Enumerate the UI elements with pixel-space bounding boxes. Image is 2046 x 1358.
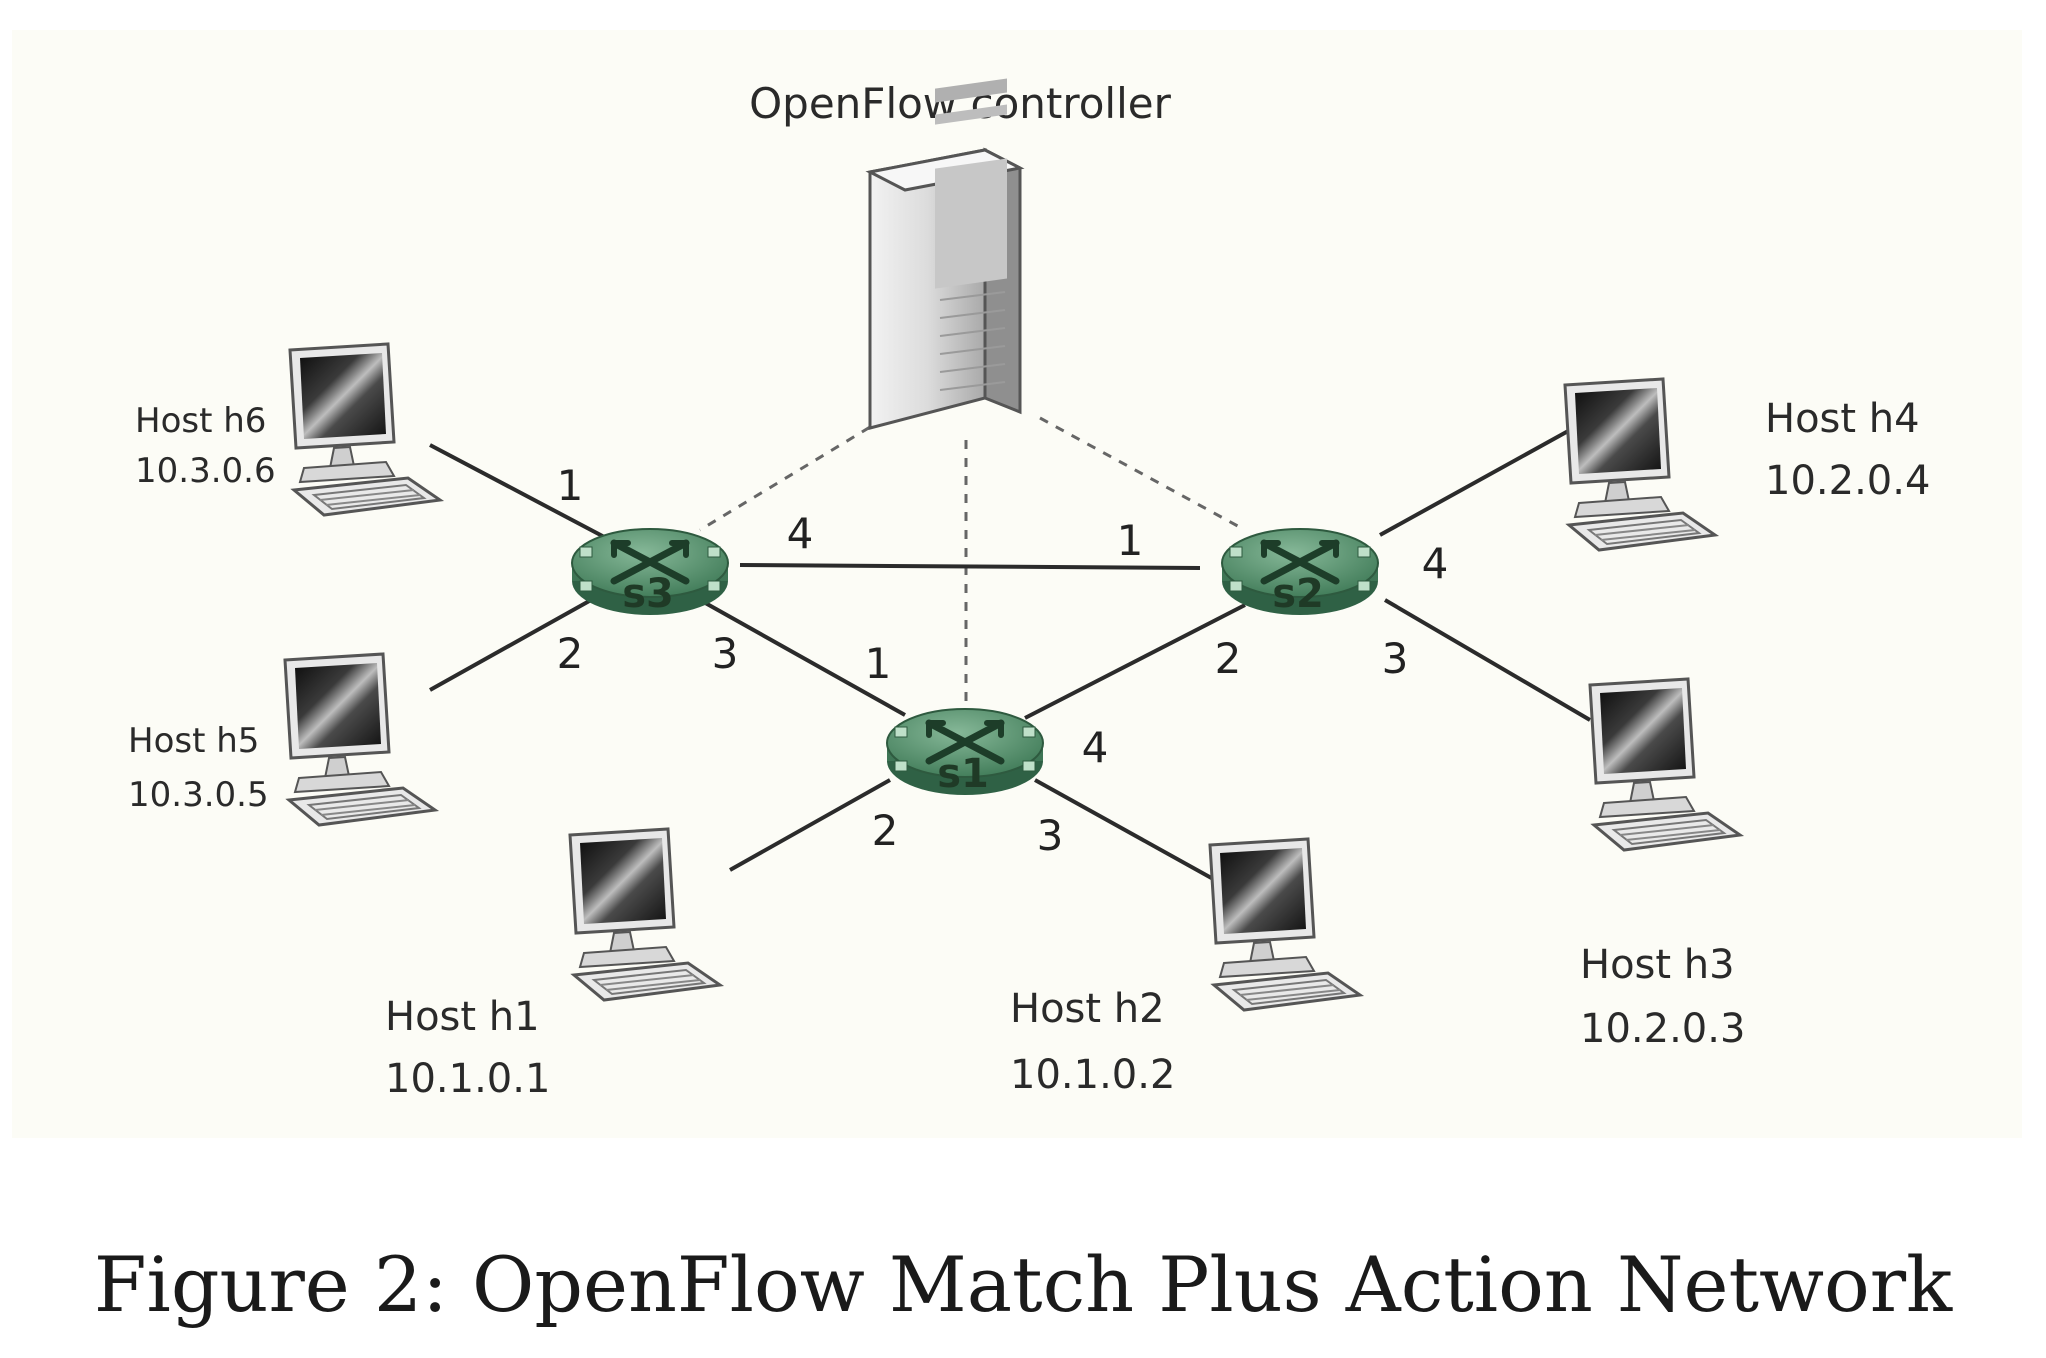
- s2-port-1: 1: [1117, 516, 1144, 565]
- controller-server-icon: [865, 78, 1025, 430]
- s3-port-2: 2: [557, 629, 584, 678]
- switch-s3: s3: [572, 529, 728, 617]
- host-h2-name: Host h2: [1010, 986, 1165, 1032]
- host-h5-name: Host h5: [128, 721, 259, 761]
- host-h1-name: Host h1: [385, 994, 540, 1040]
- switch-s1: s1: [887, 709, 1043, 797]
- link-s2-h4: [1379, 428, 1571, 537]
- host-h3-computer-icon: [1588, 677, 1742, 852]
- host-h3-ip: 10.2.0.3: [1580, 1006, 1745, 1052]
- link-s1-h1: [729, 778, 891, 872]
- host-h6-computer-icon: [288, 342, 442, 517]
- link-s3-s2: [739, 563, 1201, 570]
- link-h6-s3: [429, 443, 611, 542]
- s3-port-1: 1: [557, 461, 584, 510]
- switch-s3-name: s3: [622, 571, 674, 617]
- host-h5-ip: 10.3.0.5: [128, 775, 269, 815]
- host-h1-ip: 10.1.0.1: [385, 1056, 550, 1102]
- s3-port-4: 4: [787, 509, 814, 558]
- s2-port-2: 2: [1215, 634, 1242, 683]
- link-s3-s1: [699, 598, 906, 717]
- port-labels: 1 2 3 4 1 2 3 4 1 2 3 4: [557, 461, 1449, 860]
- switch-s2-name: s2: [1272, 571, 1324, 617]
- s1-port-4: 4: [1082, 723, 1109, 772]
- host-h5-computer-icon: [283, 652, 437, 827]
- figure-caption: Figure 2: OpenFlow Match Plus Action Net…: [93, 1240, 1953, 1329]
- host-h4-ip: 10.2.0.4: [1765, 458, 1930, 504]
- s2-port-3: 3: [1382, 634, 1409, 683]
- s1-port-1: 1: [865, 639, 892, 688]
- control-link-s3: [699, 416, 886, 532]
- switch-s1-name: s1: [937, 751, 989, 797]
- s2-port-4: 4: [1422, 539, 1449, 588]
- host-h2-ip: 10.1.0.2: [1010, 1052, 1175, 1098]
- host-h6-name: Host h6: [135, 401, 266, 441]
- host-h4-computer-icon: [1563, 377, 1717, 552]
- link-s2-h3: [1383, 598, 1592, 722]
- host-h4-name: Host h4: [1765, 396, 1920, 442]
- host-h1-computer-icon: [568, 827, 722, 1002]
- link-s1-s2: [1024, 603, 1246, 720]
- host-h2-computer-icon: [1208, 837, 1362, 1012]
- data-links: [429, 428, 1592, 882]
- host-h3-name: Host h3: [1580, 942, 1735, 988]
- link-s1-h2: [1034, 778, 1216, 882]
- control-link-s2: [1039, 416, 1246, 532]
- s1-port-3: 3: [1037, 811, 1064, 860]
- control-links: [699, 416, 1246, 705]
- host-h6-ip: 10.3.0.6: [135, 451, 276, 491]
- switch-s2: s2: [1222, 529, 1378, 617]
- s1-port-2: 2: [872, 806, 899, 855]
- host-labels: Host h6 10.3.0.6 Host h5 10.3.0.5 Host h…: [128, 396, 1930, 1102]
- link-h5-s3: [429, 593, 601, 692]
- s3-port-3: 3: [712, 629, 739, 678]
